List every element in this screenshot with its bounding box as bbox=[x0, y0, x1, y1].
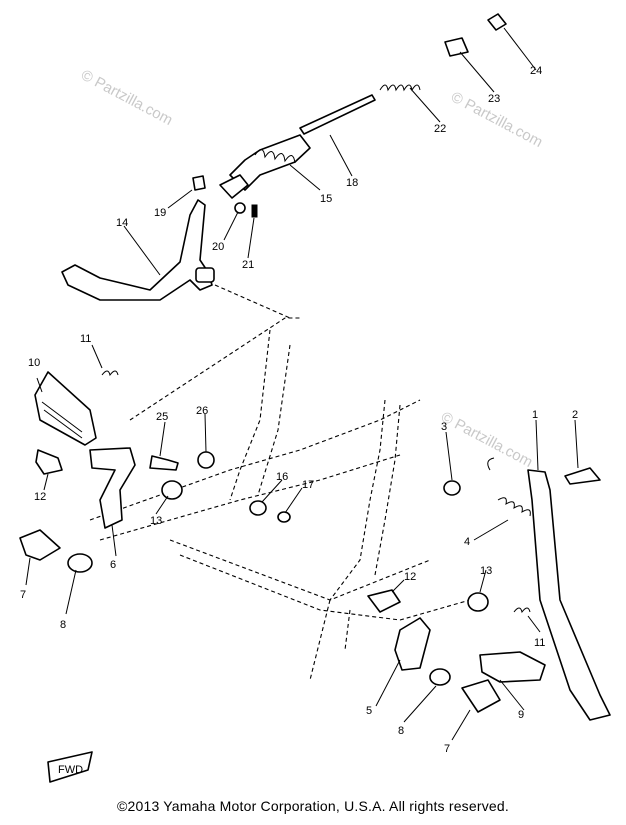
callout-7: 7 bbox=[20, 589, 26, 601]
callout-23: 23 bbox=[488, 93, 500, 105]
callout-11-right: 11 bbox=[534, 637, 545, 649]
callout-9: 9 bbox=[518, 709, 524, 721]
footrest-bracket-left bbox=[19, 447, 183, 573]
callout-18: 18 bbox=[346, 177, 358, 189]
callout-24: 24 bbox=[530, 65, 542, 77]
callout-21: 21 bbox=[242, 259, 254, 271]
callout-20: 20 bbox=[212, 241, 224, 253]
callout-25: 25 bbox=[156, 411, 168, 423]
callout-6: 6 bbox=[110, 559, 116, 571]
callout-2: 2 bbox=[572, 409, 578, 421]
fwd-label: FWD bbox=[58, 764, 83, 776]
callout-7-right: 7 bbox=[444, 743, 450, 755]
watermark-text: © Partzilla.com bbox=[78, 67, 175, 129]
callout-26: 26 bbox=[196, 405, 208, 417]
callout-10: 10 bbox=[28, 357, 40, 369]
callout-19: 19 bbox=[154, 207, 166, 219]
callout-15: 15 bbox=[320, 193, 332, 205]
callout-8-right: 8 bbox=[398, 725, 404, 737]
kick-shaft-spring-assembly bbox=[219, 94, 376, 199]
callout-4: 4 bbox=[464, 536, 470, 548]
callout-16: 16 bbox=[276, 471, 288, 483]
callout-14: 14 bbox=[116, 217, 128, 229]
callout-5: 5 bbox=[366, 705, 372, 717]
callout-17: 17 bbox=[302, 479, 314, 491]
callout-13: 13 bbox=[150, 515, 162, 527]
callout-12-right: 12 bbox=[404, 571, 416, 583]
spring-22 bbox=[379, 84, 421, 92]
copyright-notice: ©2013 Yamaha Motor Corporation, U.S.A. A… bbox=[116, 798, 509, 814]
watermark-text: © Partzilla.com bbox=[438, 409, 535, 471]
callout-numbers: 1 2 3 4 5 6 7 8 9 10 11 12 13 14 15 16 1… bbox=[20, 65, 578, 755]
callout-12: 12 bbox=[34, 491, 46, 503]
callout-11: 11 bbox=[80, 333, 91, 345]
footrest-right-assembly bbox=[367, 589, 546, 713]
callout-leaders bbox=[25, 27, 579, 741]
bushing-23-clip-24 bbox=[444, 13, 507, 57]
motorcycle-frame bbox=[89, 284, 471, 681]
small-parts-19-20-21 bbox=[192, 175, 258, 218]
callout-8: 8 bbox=[60, 619, 66, 631]
callout-13-right: 13 bbox=[480, 565, 492, 577]
fwd-arrow: FWD bbox=[47, 751, 93, 783]
kick-lever-14 bbox=[61, 199, 215, 301]
sidestand-assembly bbox=[443, 457, 611, 721]
callout-1: 1 bbox=[532, 409, 538, 421]
callout-22: 22 bbox=[434, 123, 446, 135]
small-parts-25-26-16-17 bbox=[149, 451, 291, 523]
footrest-left-assembly bbox=[34, 370, 119, 446]
callout-3: 3 bbox=[441, 421, 447, 433]
